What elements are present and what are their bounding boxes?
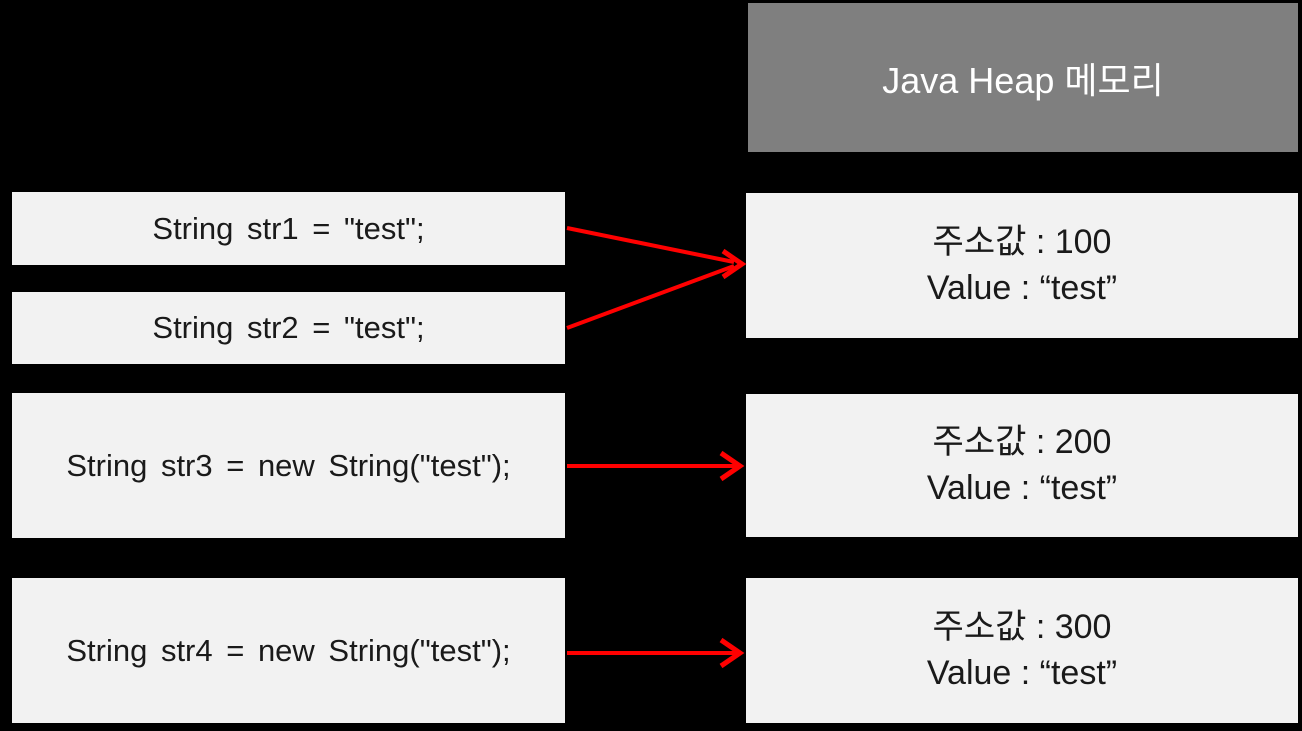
heap-200-address: 주소값 : 200 xyxy=(932,423,1112,462)
heap-box-200: 주소값 : 200 Value : “test” xyxy=(746,394,1298,537)
code-box-str1: String str1 = "test"; xyxy=(12,192,565,265)
heap-header-label: Java Heap 메모리 xyxy=(882,59,1164,101)
arrow-str1-to-heap100 xyxy=(566,226,735,264)
arrowhead-heap100-icon xyxy=(721,248,747,280)
heap-300-value: Value : “test” xyxy=(926,653,1118,692)
heap-box-300: 주소값 : 300 Value : “test” xyxy=(746,578,1298,723)
code-box-str4: String str4 = new String("test"); xyxy=(12,578,565,723)
code-text-str3: String str3 = new String("test"); xyxy=(66,447,511,483)
code-text-str2: String str2 = "test"; xyxy=(152,310,425,345)
code-box-str3: String str3 = new String("test"); xyxy=(12,393,565,538)
heap-100-address: 주소값 : 100 xyxy=(932,223,1112,262)
arrowhead-heap200-icon xyxy=(719,450,745,482)
heap-100-value: Value : “test” xyxy=(926,268,1118,307)
heap-300-address: 주소값 : 300 xyxy=(932,608,1112,647)
code-text-str4: String str4 = new String("test"); xyxy=(66,632,511,668)
heap-box-100: 주소값 : 100 Value : “test” xyxy=(746,193,1298,338)
arrowhead-heap300-icon xyxy=(719,637,745,669)
heap-200-value: Value : “test” xyxy=(926,468,1118,507)
code-box-str2: String str2 = "test"; xyxy=(12,292,565,364)
heap-header: Java Heap 메모리 xyxy=(748,3,1298,152)
arrow-str2-to-heap100 xyxy=(566,264,735,330)
code-text-str1: String str1 = "test"; xyxy=(152,210,425,246)
